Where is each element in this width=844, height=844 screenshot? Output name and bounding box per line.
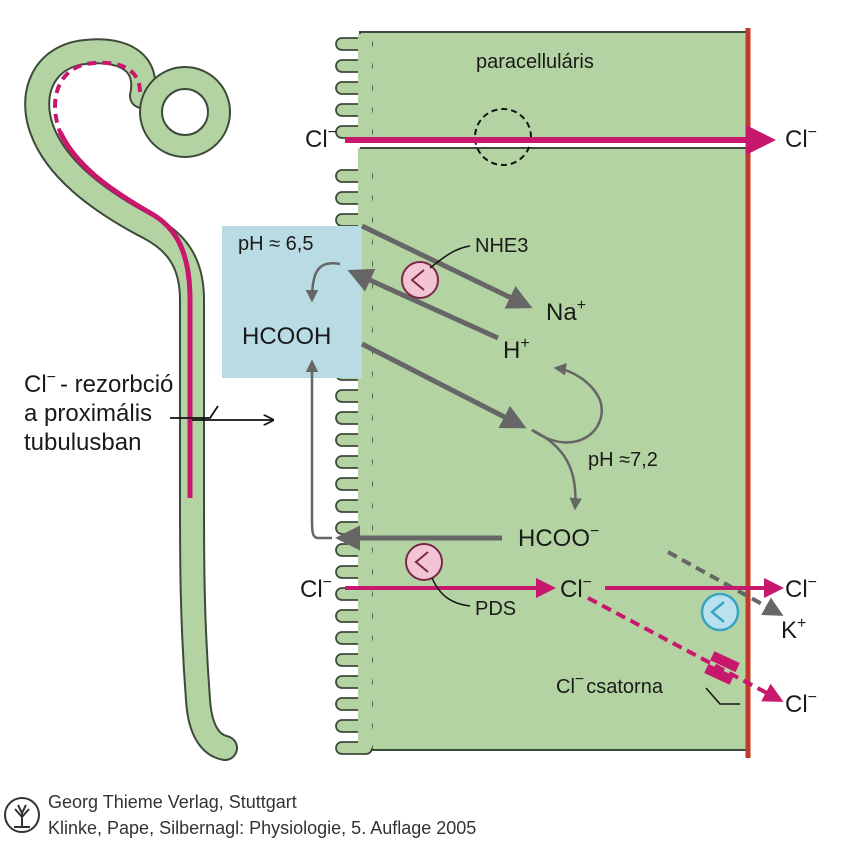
k-cl-cotransporter bbox=[700, 592, 740, 632]
tubule-fill bbox=[26, 40, 236, 759]
side-title-line2: a proximális bbox=[24, 400, 152, 427]
na-arrow bbox=[360, 223, 533, 309]
cl-channel bbox=[704, 651, 740, 705]
label-h: H+ bbox=[503, 335, 530, 364]
pds-symbol bbox=[405, 543, 443, 581]
label-pds: PDS bbox=[475, 598, 516, 620]
label-cl-blood-lower: Cl− bbox=[785, 574, 817, 603]
credit-reference: Klinke, Pape, Silbernagl: Physiologie, 5… bbox=[48, 818, 477, 838]
label-paracellular: paracelluláris bbox=[476, 51, 594, 73]
label-cl-lumen-top: Cl− bbox=[305, 124, 337, 153]
nhe3-leader bbox=[429, 245, 471, 269]
section-marker bbox=[170, 405, 219, 419]
pds-transporter bbox=[405, 543, 471, 607]
formate-cycle bbox=[305, 223, 784, 616]
tubule-lumen-dashed bbox=[53, 60, 142, 133]
label-cl-cell: Cl− bbox=[560, 574, 592, 603]
label-cl-channel: Cl−csatorna bbox=[556, 671, 664, 698]
nhe3-transporter bbox=[401, 245, 471, 299]
label-cl-blood-top: Cl− bbox=[785, 124, 817, 153]
nephron-tubule bbox=[24, 38, 272, 761]
nhe3-symbol bbox=[401, 261, 439, 299]
tubule-lumen-solid bbox=[57, 130, 193, 498]
label-cl-blood-bottom: Cl− bbox=[785, 689, 817, 718]
publisher-logo-icon bbox=[4, 797, 40, 833]
brush-border bbox=[335, 34, 373, 755]
channel-part-a bbox=[710, 651, 740, 673]
pds-notch bbox=[414, 551, 429, 573]
label-ph-cell: pH ≈7,2 bbox=[588, 449, 658, 471]
lumen-cycle-top bbox=[305, 262, 341, 303]
credit-publisher: Georg Thieme Verlag, Stuttgart bbox=[48, 792, 297, 812]
label-hcooh: HCOOH bbox=[242, 323, 331, 350]
side-title-line3: tubulusban bbox=[24, 429, 141, 456]
channel-part-b bbox=[704, 663, 734, 685]
side-title-line1: Cl−- rezorbció bbox=[24, 369, 173, 398]
channel-leader bbox=[705, 687, 740, 705]
label-nhe3: NHE3 bbox=[475, 235, 528, 257]
label-ph-lumen: pH ≈ 6,5 bbox=[238, 233, 313, 255]
lumen-return-arrow bbox=[305, 359, 332, 540]
nhe3-notch bbox=[410, 269, 425, 291]
pds-leader bbox=[431, 577, 471, 607]
h-arrow bbox=[347, 268, 500, 341]
kcc-symbol bbox=[700, 592, 740, 632]
chloride-pathways bbox=[345, 578, 784, 702]
cell-down-arc bbox=[531, 428, 583, 511]
k-arrow bbox=[667, 550, 784, 616]
label-cl-lumen-lower: Cl− bbox=[300, 574, 332, 603]
label-na: Na+ bbox=[546, 297, 586, 326]
lumen-ph-box bbox=[222, 226, 362, 378]
cell-cycle-arc bbox=[531, 363, 603, 444]
kcc-notch bbox=[710, 601, 725, 623]
microvilli-base bbox=[358, 34, 372, 748]
capsule-fill bbox=[141, 68, 229, 156]
label-k: K+ bbox=[781, 615, 806, 644]
label-hcoo: HCOO− bbox=[518, 523, 599, 552]
hcooh-diffusion-arrow bbox=[360, 341, 527, 429]
channel-cl-arrow bbox=[587, 596, 784, 702]
